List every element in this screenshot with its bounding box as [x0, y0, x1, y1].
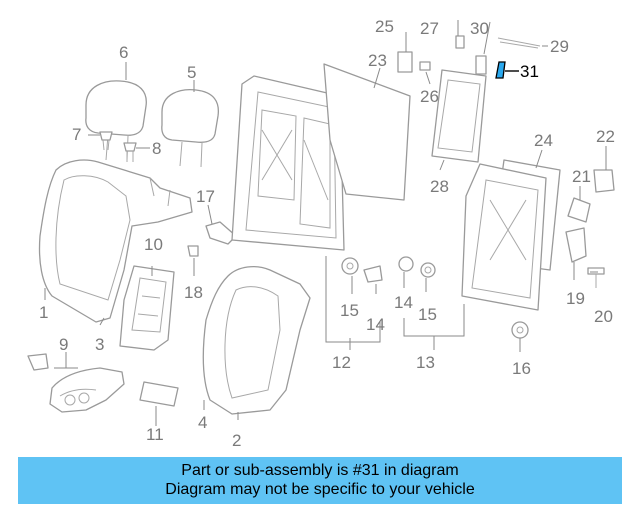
callout-20: 20 [594, 307, 613, 326]
callout-17: 17 [196, 187, 215, 206]
seat-back-cushion [202, 265, 311, 415]
callout-16: 16 [512, 359, 531, 378]
callout-10: 10 [144, 235, 163, 254]
callout-7: 7 [72, 125, 81, 144]
callout-26: 26 [420, 87, 439, 106]
parts-diagram: 6 5 7 8 1 3 9 10 11 4 2 17 18 23 25 26 2… [27, 17, 615, 450]
callout-21: 21 [572, 167, 591, 186]
callout-14-right: 14 [394, 293, 413, 312]
callout-14-left: 14 [366, 315, 385, 334]
headrest-guides [99, 131, 137, 162]
callout-18: 18 [184, 283, 203, 302]
callout-8: 8 [152, 139, 161, 158]
callout-27: 27 [420, 19, 439, 38]
info-banner: Part or sub-assembly is #31 in diagram D… [18, 457, 622, 504]
callout-6: 6 [119, 43, 128, 62]
callout-24: 24 [534, 131, 553, 150]
callout-13: 13 [416, 353, 435, 372]
callout-9: 9 [59, 335, 68, 354]
small-hardware [397, 35, 541, 75]
callout-15-left: 15 [340, 301, 359, 320]
trim-piece [139, 381, 179, 407]
right-side-parts [565, 169, 615, 288]
callout-25: 25 [375, 17, 394, 36]
callout-29: 29 [550, 37, 569, 56]
part-31-highlight [495, 61, 519, 79]
callout-11: 11 [146, 425, 164, 444]
seat-frame-right [461, 159, 561, 311]
callout-15-right: 15 [418, 305, 437, 324]
seat-frame-center [231, 75, 345, 251]
callout-3: 3 [95, 335, 104, 354]
bracket-clips [187, 221, 237, 257]
callout-4: 4 [198, 413, 207, 432]
callout-1: 1 [39, 303, 48, 322]
callout-19: 19 [566, 289, 585, 308]
armrest [27, 353, 125, 413]
callout-30: 30 [470, 19, 489, 38]
callout-labels: 6 5 7 8 1 3 9 10 11 4 2 17 18 23 25 26 2… [39, 17, 615, 450]
callout-23: 23 [368, 51, 387, 70]
seat-back-cover-left [38, 159, 193, 323]
armrest-frame [119, 265, 175, 351]
headrest-center [161, 88, 220, 168]
callout-5: 5 [187, 63, 196, 82]
callout-28: 28 [430, 177, 449, 196]
bushings [341, 256, 529, 339]
banner-line-1: Part or sub-assembly is #31 in diagram [181, 462, 459, 479]
callout-22: 22 [596, 127, 615, 146]
pass-through-panel [431, 69, 487, 163]
banner-line-2: Diagram may not be specific to your vehi… [165, 481, 475, 498]
back-panel-23 [323, 63, 411, 201]
leader-lines [44, 20, 607, 426]
callout-12: 12 [332, 353, 351, 372]
callout-31: 31 [520, 62, 539, 81]
callout-2: 2 [232, 431, 241, 450]
